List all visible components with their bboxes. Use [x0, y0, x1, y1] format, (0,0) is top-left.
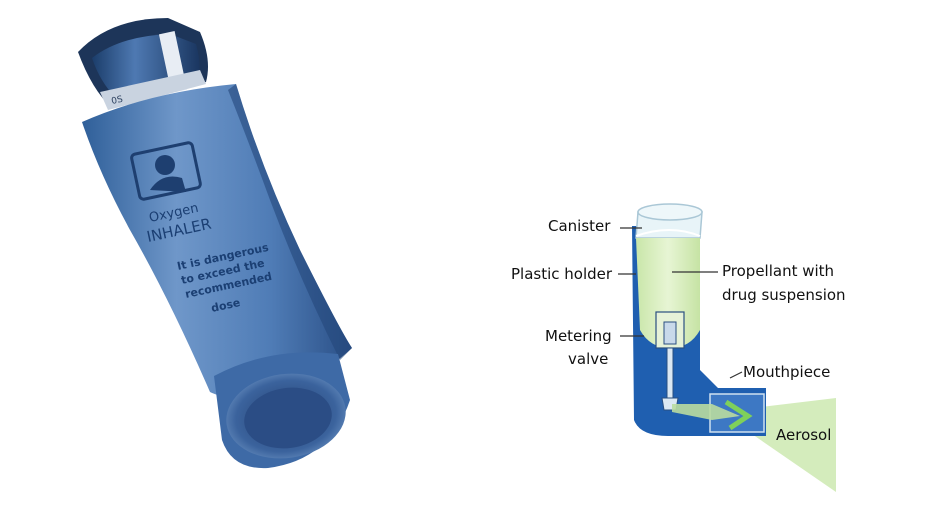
label-canister: Canister [548, 217, 610, 235]
label-metering-line1: Metering [545, 327, 612, 345]
inhaler-diagram [618, 204, 836, 492]
inhaler-body [82, 84, 352, 397]
inhaler-photo: 0S Oxygen INHALER It is dangerous to exc… [78, 18, 352, 468]
inhaler-mouthpiece [214, 352, 351, 468]
label-propellant-line1: Propellant with [722, 262, 834, 280]
label-mouthpiece: Mouthpiece [743, 363, 830, 381]
label-metering-line2: valve [568, 350, 608, 368]
label-propellant-line2: drug suspension [722, 286, 846, 304]
label-plastic-holder: Plastic holder [511, 265, 612, 283]
label-aerosol: Aerosol [776, 426, 831, 444]
